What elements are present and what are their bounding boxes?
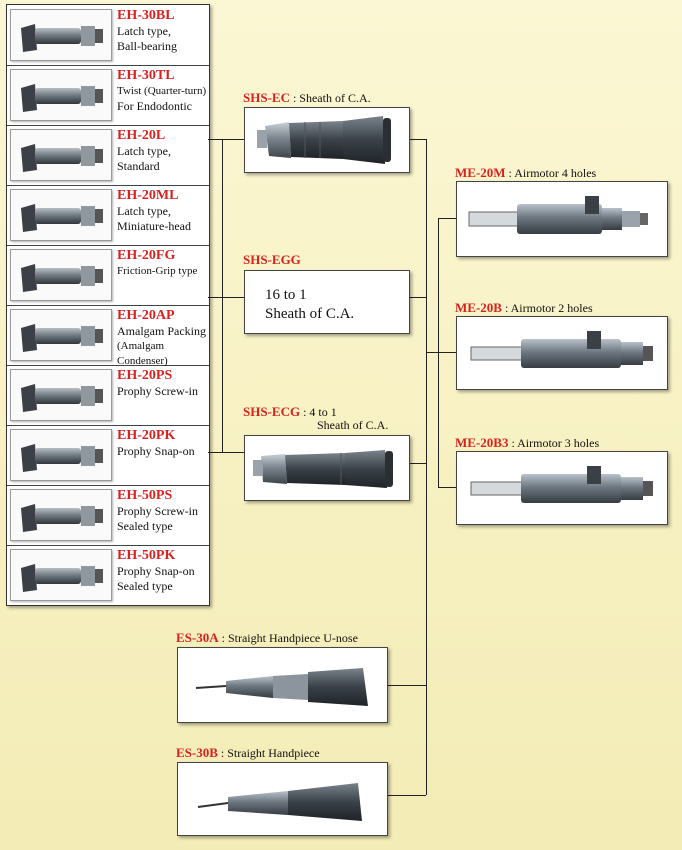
head-desc-line: Standard xyxy=(117,159,160,173)
connector-to-ecg xyxy=(222,452,244,453)
head-thumbnail xyxy=(10,549,112,601)
head-thumbnail xyxy=(10,69,112,121)
label-shs-ec: SHS-EC : Sheath of C.A. xyxy=(243,90,371,105)
label-me-20b3: ME-20B3 : Airmotor 3 holes xyxy=(455,435,600,450)
head-code: EH-20FG xyxy=(117,248,176,263)
head-code: EH-20PS xyxy=(117,368,173,383)
connector-left-mid xyxy=(208,297,222,298)
label-me-20b: ME-20B : Airmotor 2 holes xyxy=(455,300,593,315)
head-desc-line: Miniature-head xyxy=(117,219,191,233)
head-row-eh-20fg: EH-20FG Friction-Grip type xyxy=(7,245,209,306)
image-me-20b xyxy=(456,316,668,390)
head-code: EH-20L xyxy=(117,128,166,143)
head-code: EH-20AP xyxy=(117,308,175,323)
head-thumbnail xyxy=(10,369,112,421)
head-desc-line: Sealed type xyxy=(117,519,173,533)
connector-motor-join xyxy=(426,352,438,353)
connector-egg-out xyxy=(408,297,426,298)
head-desc-line: Prophy Screw-in xyxy=(117,504,198,518)
label-shs-ecg-line2: Sheath of C.A. xyxy=(317,418,389,432)
connector-to-me20b3 xyxy=(438,487,456,488)
head-code: EH-30TL xyxy=(117,68,175,83)
label-es-30b: ES-30B : Straight Handpiece xyxy=(176,745,320,760)
image-me-20b3 xyxy=(456,451,668,525)
connector-to-me20b xyxy=(438,352,456,353)
image-me-20m xyxy=(456,181,668,257)
head-thumbnail xyxy=(10,489,112,541)
head-desc-line: Prophy Snap-on xyxy=(117,564,195,578)
head-desc-line: Latch type, xyxy=(117,144,171,158)
head-desc-line: Prophy Snap-on xyxy=(117,444,195,458)
connector-left-top xyxy=(208,139,222,140)
head-code: EH-50PK xyxy=(117,548,176,563)
connector-main-bus xyxy=(426,139,427,795)
head-text: EH-20FG Friction-Grip type xyxy=(117,248,197,279)
head-code: EH-50PS xyxy=(117,488,173,503)
connector-ecg-out xyxy=(408,463,426,464)
head-desc-line: Latch type, xyxy=(117,204,171,218)
connector-to-egg xyxy=(222,297,244,298)
head-thumbnail xyxy=(10,129,112,181)
head-desc-line: Amalgam Packing xyxy=(117,324,206,338)
head-desc-line: Friction-Grip type xyxy=(117,265,198,277)
head-code: EH-20ML xyxy=(117,188,179,203)
image-shs-ecg xyxy=(244,435,410,501)
label-shs-ecg: SHS-ECG : 4 to 1 xyxy=(243,404,337,419)
connector-to-es30a xyxy=(386,685,426,686)
connector-left-bot xyxy=(208,452,222,453)
connector-to-es30b xyxy=(386,795,426,796)
head-desc-line: Ball-bearing xyxy=(117,39,177,53)
head-thumbnail xyxy=(10,9,112,61)
box-shs-egg: 16 to 1 Sheath of C.A. xyxy=(244,270,410,334)
head-text: EH-30TL Twist (Quarter-turn) For Endodonti… xyxy=(117,68,206,114)
image-shs-ec xyxy=(244,107,410,173)
head-thumbnail xyxy=(10,189,112,241)
connector-motor-bus xyxy=(438,218,439,488)
connector-to-me20m xyxy=(438,218,456,219)
label-shs-egg: SHS-EGG xyxy=(243,252,301,267)
head-thumbnail xyxy=(10,249,112,301)
head-thumbnail xyxy=(10,429,112,481)
head-desc-line: Prophy Screw-in xyxy=(117,384,198,398)
head-code: EH-20PK xyxy=(117,428,176,443)
head-code: EH-30BL xyxy=(117,8,175,23)
head-desc-line: For Endodontic xyxy=(117,99,192,113)
head-thumbnail xyxy=(10,309,112,361)
shs-egg-line2: Sheath of C.A. xyxy=(265,306,355,322)
connector-ec-out xyxy=(408,139,426,140)
head-desc-line: Sealed type xyxy=(117,579,173,593)
shs-egg-line1: 16 to 1 xyxy=(265,287,307,303)
label-es-30a: ES-30A : Straight Handpiece U-nose xyxy=(176,630,358,645)
head-desc-line: Twist (Quarter-turn) xyxy=(117,85,207,97)
head-desc-line: Latch type, xyxy=(117,24,171,38)
image-es-30a xyxy=(177,647,388,723)
connector-left-bus xyxy=(222,139,223,452)
label-me-20m: ME-20M : Airmotor 4 holes xyxy=(455,165,597,180)
head-desc-line: (Amalgam Condenser) xyxy=(117,340,168,367)
head-row-eh-30tl: EH-30TL Twist (Quarter-turn) For Endodonti… xyxy=(7,65,209,126)
image-es-30b xyxy=(177,762,388,836)
connector-to-ec xyxy=(222,139,244,140)
